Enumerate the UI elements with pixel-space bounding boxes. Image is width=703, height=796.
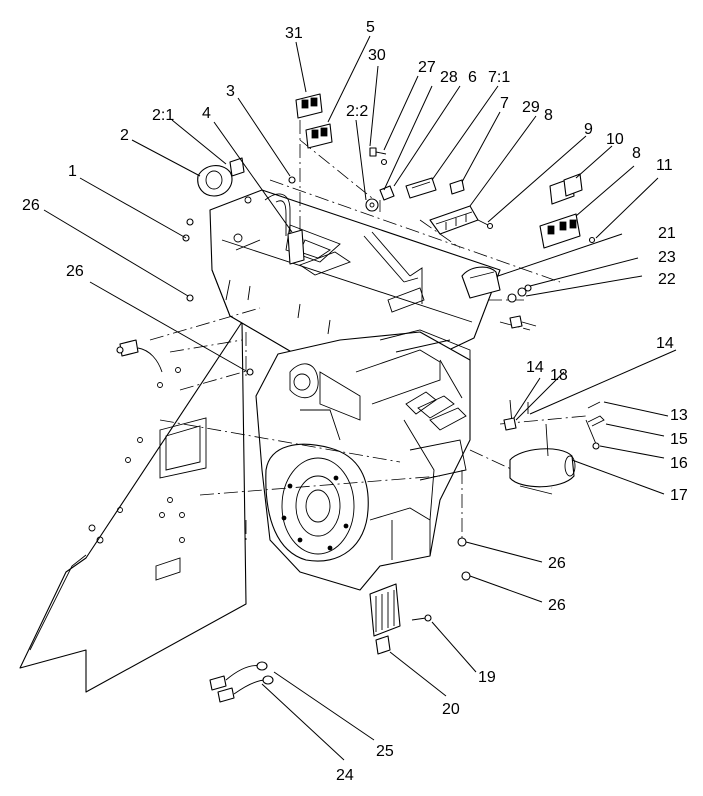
- callout-13: 13: [670, 407, 688, 424]
- callout-14-right: 14: [656, 335, 674, 352]
- connector-6: [379, 185, 395, 201]
- screw-11: [588, 236, 596, 244]
- module-21: [461, 266, 501, 299]
- callout-21: 21: [658, 225, 676, 242]
- callout-8-lower: 8: [632, 145, 641, 162]
- callout-17: 17: [670, 487, 688, 504]
- callout-25: 25: [376, 743, 394, 760]
- relay-10: [549, 173, 583, 205]
- solenoid-17: [509, 423, 576, 495]
- callout-16: 16: [670, 455, 688, 472]
- connector-7-1: [405, 177, 437, 199]
- callout-3: 3: [226, 83, 235, 100]
- callout-7: 7: [500, 95, 509, 112]
- callout-5: 5: [366, 19, 375, 36]
- terminal-block-29: [429, 205, 479, 235]
- screw-9: [477, 219, 494, 230]
- side-panel: [19, 321, 247, 693]
- callout-1: 1: [68, 163, 77, 180]
- sensor-left: [116, 339, 163, 373]
- callout-6: 6: [468, 69, 477, 86]
- callout-26-upper: 26: [22, 197, 40, 214]
- callout-2: 2: [120, 127, 129, 144]
- regulator-20: [369, 583, 401, 655]
- callout-19: 19: [478, 669, 496, 686]
- callout-31: 31: [285, 25, 303, 42]
- callout-26-mid: 26: [66, 263, 84, 280]
- nuts-26: [182, 218, 471, 581]
- callout-4: 4: [202, 105, 211, 122]
- relay-switch-31: [295, 93, 323, 119]
- washer-2-2: [365, 198, 379, 212]
- key-switch-2: [197, 157, 245, 197]
- nut-16: [592, 442, 600, 450]
- fuse-holder-7: [449, 179, 465, 195]
- callout-29: 29: [522, 99, 540, 116]
- callout-7-1: 7:1: [488, 69, 510, 86]
- callout-20: 20: [442, 701, 460, 718]
- callout-26-right-lower: 26: [548, 597, 566, 614]
- callout-27: 27: [418, 59, 436, 76]
- callout-labels: 31 5 30 27 28 6 7:1 2:1 3 4 2:2 7 29 8 2…: [22, 19, 688, 784]
- callout-24: 24: [336, 767, 354, 784]
- callout-30: 30: [368, 47, 386, 64]
- sender-right: [509, 315, 537, 329]
- callout-22: 22: [658, 271, 676, 288]
- callout-9: 9: [584, 121, 593, 138]
- wire-13-15: [585, 401, 605, 445]
- callout-18: 18: [550, 367, 568, 384]
- callout-26-right-upper: 26: [548, 555, 566, 572]
- leader-lines: [43, 35, 677, 761]
- callout-10: 10: [606, 131, 624, 148]
- callout-23: 23: [658, 249, 676, 266]
- relay-base-8: [539, 213, 581, 249]
- callout-2-1: 2:1: [152, 107, 174, 124]
- fasteners-30-27: [369, 147, 388, 166]
- washers-22-23: [507, 284, 532, 303]
- switch-5: [305, 123, 333, 149]
- callout-2-2: 2:2: [346, 103, 368, 120]
- callout-28: 28: [440, 69, 458, 86]
- callout-11: 11: [656, 157, 673, 174]
- callout-8-upper: 8: [544, 107, 553, 124]
- callout-15: 15: [670, 431, 688, 448]
- engine-block: [255, 329, 471, 591]
- callout-14-left: 14: [526, 359, 544, 376]
- bracket-3-4: [287, 176, 305, 265]
- harness-24-25: [209, 661, 274, 703]
- screw-19: [411, 614, 432, 622]
